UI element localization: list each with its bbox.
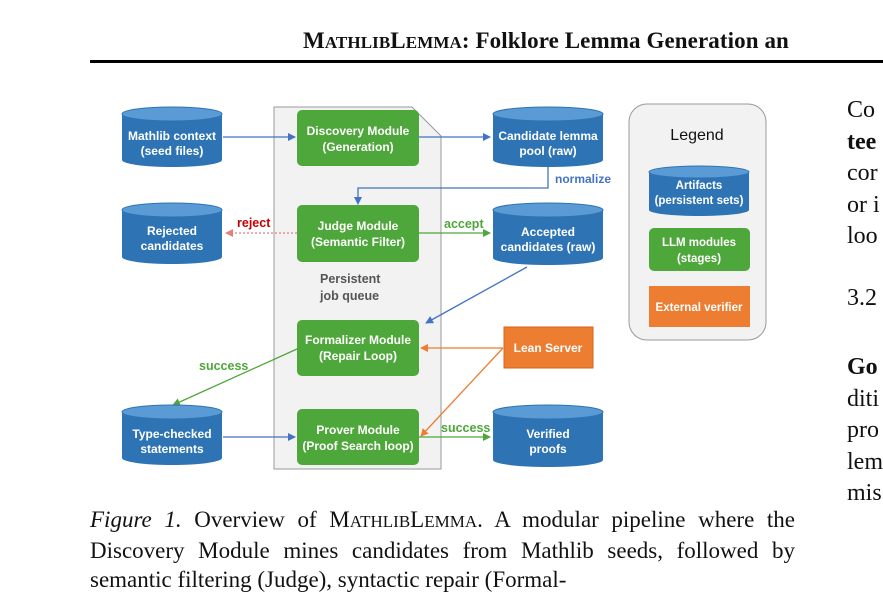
right-column-text: Co tee cor or i loo 3.2 Go diti pro lem … xyxy=(847,95,883,510)
rejected-line2: candidates xyxy=(141,239,204,253)
legend-llm: LLM modules (stages) xyxy=(649,228,750,271)
label-success-prover: success xyxy=(441,421,490,435)
arrow-accepted-to-formalizer xyxy=(425,266,528,324)
caption-sc-emma: EMMA xyxy=(424,512,478,531)
verified-line1: Verified xyxy=(526,427,569,441)
legend-verifier-label: External verifier xyxy=(656,302,743,314)
right-line-7: diti xyxy=(847,385,880,412)
arrow-lean-to-prover xyxy=(420,347,504,437)
right-line-6: Go xyxy=(847,354,878,380)
mathlib-context-line1: Mathlib context xyxy=(128,129,216,143)
legend-artifacts-line2: (persistent sets) xyxy=(655,195,744,207)
pipeline-figure: Persistent job queue Legend normalize re… xyxy=(121,103,767,470)
module-judge: Judge Module (Semantic Filter) xyxy=(297,205,419,262)
accepted-line1: Accepted xyxy=(521,225,575,239)
label-reject: reject xyxy=(237,216,271,230)
right-line-2: tee xyxy=(847,128,877,155)
label-success-formalizer: success xyxy=(199,359,248,373)
prover-line2: (Proof Search loop) xyxy=(302,439,413,453)
header-title-rest: : Folklore Lemma Generation an xyxy=(461,28,789,53)
job-queue-panel xyxy=(273,106,442,470)
legend-artifacts: Artifacts (persistent sets) xyxy=(648,165,750,216)
arrow-success-formalizer xyxy=(172,348,298,406)
candidate-pool-line2: pool (raw) xyxy=(519,144,576,158)
legend-artifacts-line1: Artifacts xyxy=(676,180,723,192)
arrow-normalize xyxy=(354,167,549,205)
lean-server-label: Lean Server xyxy=(514,341,583,355)
right-line-8: pro xyxy=(847,417,879,443)
legend-title: Legend xyxy=(670,127,723,144)
right-line-3: cor xyxy=(847,160,878,186)
judge-line2: (Semantic Filter) xyxy=(311,235,405,249)
header-rule xyxy=(90,60,883,63)
accepted-line2: candidates (raw) xyxy=(501,240,596,254)
artifact-verified: Verified proofs xyxy=(492,404,604,467)
caption-cap-l: L xyxy=(410,507,425,532)
module-discovery: Discovery Module (Generation) xyxy=(297,110,419,166)
verified-line2: proofs xyxy=(529,442,567,456)
module-prover: Prover Module (Proof Search loop) xyxy=(297,409,419,465)
artifact-mathlib-context: Mathlib context (seed files) xyxy=(121,106,223,167)
lean-server: Lean Server xyxy=(503,326,594,369)
rejected-line1: Rejected xyxy=(147,224,197,238)
caption-label: Figure 1. xyxy=(90,507,182,532)
right-line-1: Co xyxy=(847,97,876,123)
section-number: 3.2 xyxy=(847,284,877,311)
caption-pre: Overview of xyxy=(181,507,330,532)
discovery-line1: Discovery Module xyxy=(307,124,410,138)
header-cap-l: L xyxy=(390,28,406,53)
judge-line1: Judge Module xyxy=(318,219,399,233)
artifact-type-checked: Type-checked statements xyxy=(121,404,223,465)
module-formalizer: Formalizer Module (Repair Loop) xyxy=(297,320,419,376)
legend-verifier: External verifier xyxy=(649,286,750,327)
mathlib-context-line2: (seed files) xyxy=(141,144,204,158)
formalizer-line2: (Repair Loop) xyxy=(319,349,397,363)
header-sc-emma: EMMA xyxy=(405,33,462,52)
formalizer-line1: Formalizer Module xyxy=(305,333,411,347)
header-sc-athlib: ATHLIB xyxy=(324,33,391,52)
candidate-pool-line1: Candidate lemma xyxy=(498,129,598,143)
caption-cap-m: M xyxy=(329,507,350,532)
artifact-candidate-pool: Candidate lemma pool (raw) xyxy=(492,106,604,167)
artifact-rejected: Rejected candidates xyxy=(121,202,223,264)
type-checked-line2: statements xyxy=(140,442,204,456)
legend-llm-line1: LLM modules xyxy=(662,237,736,249)
header-cap-m: M xyxy=(303,28,325,53)
caption-sc-athlib: ATHLIB xyxy=(349,512,411,531)
discovery-line2: (Generation) xyxy=(322,140,393,154)
artifact-accepted: Accepted candidates (raw) xyxy=(492,202,604,265)
right-line-5: loo xyxy=(847,223,878,249)
right-line-9: lem xyxy=(847,448,883,475)
right-line-4: or i xyxy=(847,191,880,218)
prover-line1: Prover Module xyxy=(316,423,400,437)
label-normalize: normalize xyxy=(555,172,611,186)
figure-caption: Figure 1. Overview of MATHLIBLEMMA. A mo… xyxy=(90,505,795,594)
label-accept: accept xyxy=(444,217,484,231)
legend-llm-line2: (stages) xyxy=(677,253,721,265)
type-checked-line1: Type-checked xyxy=(132,427,211,441)
page-header: MATHLIBLEMMA: Folklore Lemma Generation … xyxy=(303,28,789,54)
queue-label-line1: Persistent xyxy=(320,272,381,286)
queue-label-line2: job queue xyxy=(319,289,379,303)
right-line-10: mis xyxy=(847,480,882,506)
legend-panel xyxy=(628,103,767,341)
